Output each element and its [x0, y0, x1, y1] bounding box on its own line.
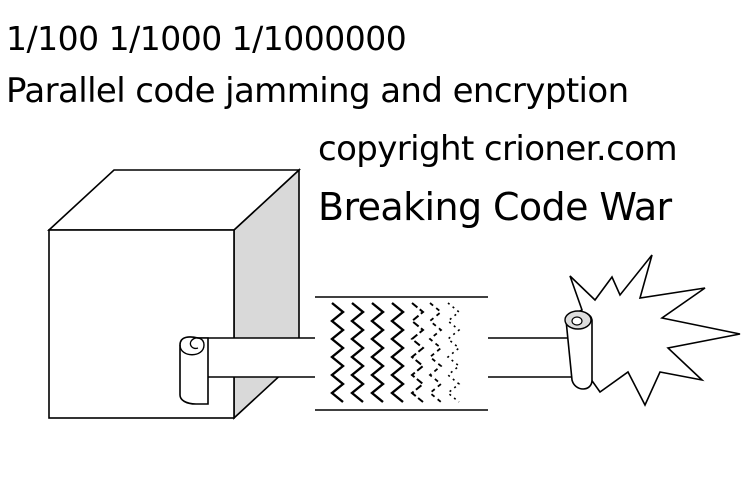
cube-box-icon: [46, 168, 302, 420]
subtitle-text: Parallel code jamming and encryption: [6, 71, 629, 111]
copyright-text: copyright crioner.com: [318, 129, 678, 169]
ratios-text: 1/100 1/1000 1/1000000: [6, 19, 407, 58]
zigzag-jamming-band-icon: [315, 296, 488, 411]
title-text: Breaking Code War: [318, 185, 672, 229]
